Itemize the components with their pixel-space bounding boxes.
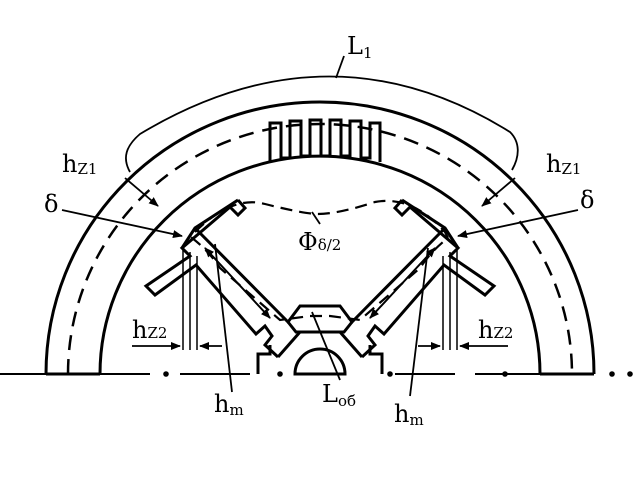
- rotor-body: [143, 198, 497, 376]
- label-hm-right: hm: [394, 400, 424, 429]
- pole-guide-lines: [182, 248, 458, 350]
- rotor-flux-path: [190, 199, 450, 322]
- center-axis: [0, 371, 633, 377]
- label-hz2-right: hZ2: [478, 316, 513, 344]
- label-delta-right: δ: [580, 186, 594, 214]
- l1-dimension-brace: [125, 55, 519, 173]
- stator-slots: [268, 118, 382, 162]
- label-phi: Φδ/2: [298, 228, 341, 256]
- dimension-arrows: [61, 177, 579, 397]
- label-delta-left: δ: [44, 190, 58, 218]
- label-l1: L1: [347, 32, 372, 62]
- label-hz2-left: hZ2: [132, 316, 167, 344]
- label-lob: Lоб: [322, 380, 356, 410]
- label-hm-left: hm: [214, 390, 244, 419]
- yoke-flux-path: [66, 122, 574, 375]
- label-hz1-right: hZ1: [546, 150, 581, 178]
- label-hz1-left: hZ1: [62, 150, 97, 178]
